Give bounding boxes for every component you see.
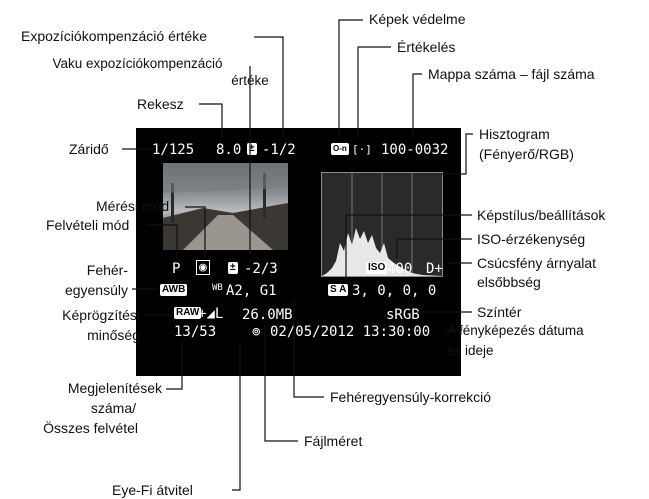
leader-metering bbox=[185, 206, 206, 258]
label-rating: Értékelés bbox=[397, 39, 456, 55]
label-aperture: Rekesz bbox=[137, 96, 184, 112]
label-folder-file-number: Mappa száma – fájl száma bbox=[428, 66, 595, 82]
picture-style-icon: S A bbox=[328, 284, 349, 296]
label-histogram-1: Hisztogram bbox=[479, 126, 550, 142]
date-time: 02/05/2012 13:30:00 bbox=[270, 324, 431, 340]
highlight-priority: D+ bbox=[426, 261, 443, 277]
exposure-comp-icon: ± bbox=[247, 143, 257, 155]
rating-icon: [·] bbox=[352, 143, 372, 156]
histogram-graph bbox=[322, 173, 442, 276]
leader-expo bbox=[254, 36, 284, 138]
leader-protect bbox=[338, 19, 363, 138]
label-highlight-priority-1: Csúcsfény árnyalat bbox=[477, 255, 597, 271]
wb-correction-value: A2, G1 bbox=[226, 283, 277, 299]
label-file-size: Fájlméret bbox=[304, 433, 363, 449]
file-size: 26.0MB bbox=[242, 307, 293, 323]
iso-value: 400 bbox=[387, 261, 413, 277]
leader-iso bbox=[396, 238, 472, 258]
leader-mode bbox=[146, 224, 178, 258]
leader-histogram bbox=[441, 133, 473, 175]
label-picture-style: Képstílus/beállítások bbox=[477, 207, 606, 223]
photo-thumbnail bbox=[163, 163, 288, 250]
label-datetime-1: A fényképezés dátuma bbox=[447, 323, 584, 338]
exposure-comp-value: -1/2 bbox=[262, 142, 296, 158]
color-space: sRGB bbox=[386, 307, 420, 323]
label-shooting-mode: Felvételi mód bbox=[46, 217, 130, 233]
leader-aperture bbox=[199, 103, 223, 138]
image-quality: +◢L bbox=[198, 306, 224, 322]
label-white-balance-1: Fehér- bbox=[86, 262, 128, 278]
shutter-speed: 1/125 bbox=[152, 142, 195, 158]
label-datetime-2: és ideje bbox=[447, 343, 494, 358]
raw-icon: RAW bbox=[174, 307, 202, 319]
leader-eyefi bbox=[232, 342, 241, 491]
label-color-space: Színtér bbox=[477, 304, 522, 320]
leader-picture-style bbox=[345, 214, 472, 282]
wb-correction-prefix: WB bbox=[212, 283, 223, 293]
leader-filesize bbox=[264, 325, 298, 442]
label-metering-mode: Mérési mód bbox=[96, 198, 170, 214]
picture-style-values: 3, 0, 0, 0 bbox=[352, 283, 437, 299]
metering-icon: ◉ bbox=[196, 260, 210, 275]
flash-comp-value: -2/3 bbox=[244, 261, 278, 277]
label-shutter-speed: Záridő bbox=[69, 141, 109, 157]
eyefi-icon: ⊚ bbox=[252, 324, 261, 340]
histogram-panel bbox=[321, 172, 443, 277]
image-counter: 13/53 bbox=[174, 324, 217, 340]
label-display-count-2: száma/ bbox=[90, 400, 136, 416]
leader-rating bbox=[357, 46, 391, 138]
label-histogram-2: (Fényerő/RGB) bbox=[479, 146, 574, 162]
leader-wb-correction bbox=[293, 300, 324, 398]
iso-icon: ISO bbox=[366, 262, 388, 274]
label-highlight-priority-2: elsőbbség bbox=[477, 274, 541, 290]
label-display-count-1: Megjelenítések bbox=[67, 380, 162, 396]
label-eyefi: Eye-Fi átvitel bbox=[112, 482, 193, 498]
flash-comp-icon: ± bbox=[228, 262, 238, 274]
label-image-quality-1: Képrögzítési bbox=[62, 307, 140, 323]
histogram-curve bbox=[322, 228, 442, 276]
protect-icon: O-n bbox=[331, 143, 349, 155]
label-image-quality-2: minőség bbox=[87, 327, 140, 343]
label-exposure-compensation: Expozíciókompenzáció értéke bbox=[21, 28, 207, 44]
label-flash-exposure-comp-1: Vaku expozíciókompenzáció bbox=[52, 56, 223, 71]
leader-counter bbox=[166, 341, 183, 390]
shooting-mode: P bbox=[172, 261, 181, 277]
label-image-protection: Képek védelme bbox=[369, 11, 466, 27]
label-flash-exposure-comp-2: értéke bbox=[231, 73, 269, 88]
label-display-count-3: Összes felvétel bbox=[43, 420, 138, 436]
label-wb-correction: Fehéregyensúly-korrekció bbox=[330, 389, 492, 405]
label-iso: ISO-érzékenység bbox=[477, 231, 586, 247]
label-white-balance-2: egyensúly bbox=[64, 282, 128, 298]
leader-folder bbox=[412, 73, 422, 138]
folder-file-number: 100-0032 bbox=[381, 142, 449, 158]
aperture-value: 8.0 bbox=[216, 142, 242, 158]
white-balance-icon: AWB bbox=[160, 284, 188, 296]
